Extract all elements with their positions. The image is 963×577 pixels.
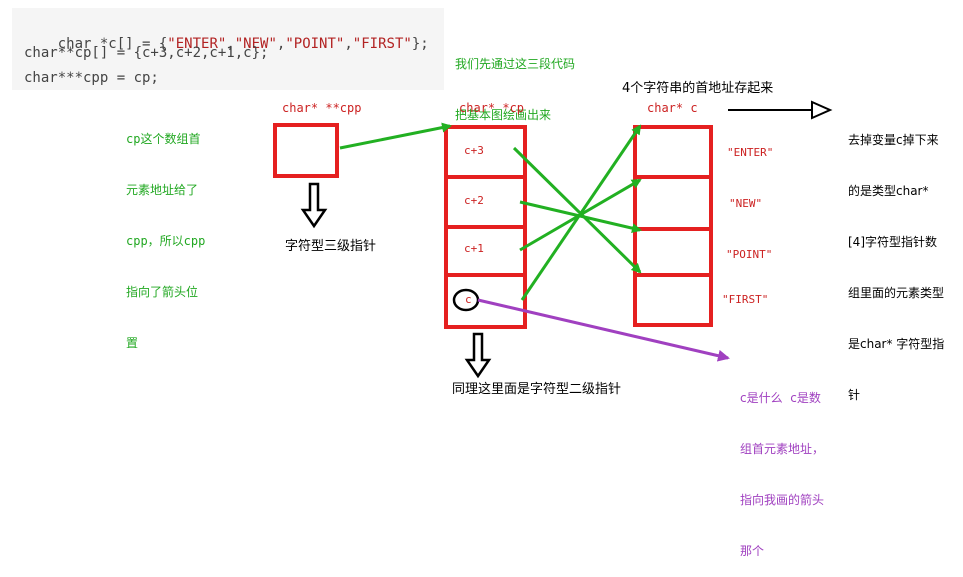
cp-divider [444,225,527,229]
note-line: 把基本图绘画出来 [455,108,552,122]
note-line: 组首元素地址， [740,442,825,456]
cp-divider [444,175,527,179]
cp-title: char* *cp [459,101,525,115]
code-line-1-end: }; [411,36,429,52]
note-cpp-level: 字符型三级指针 [285,239,377,254]
string-first: "FIRST" [722,293,769,306]
note-line: 去掉变量c掉下来 [848,133,939,147]
c-divider [633,175,713,179]
code-string-enter: "ENTER" [167,36,227,52]
cpp-box [273,123,339,178]
note-line: 元素地址给了 [126,183,199,197]
note-type-explain: 去掉变量c掉下来 的是类型char* [4]字符型指针数 组里面的元素类型 是c… [848,98,944,421]
c-title: char* c [647,101,698,115]
c-divider [633,227,713,231]
string-point: "POINT" [726,248,773,261]
note-line: c是什么 c是数 [740,391,821,405]
note-line: [4]字符型指针数 [848,235,937,249]
string-enter: "ENTER" [727,146,774,159]
note-line: 置 [126,336,139,350]
cp-cell-c2: c+2 [464,194,484,207]
arrow-c3-to-first [512,146,642,274]
arrows-layer [300,100,833,379]
note-cp-level: 同理这里面是字符型二级指针 [452,382,622,397]
note-line: 那个 [740,544,765,558]
code-line-1-decl: char *c[] = { [57,36,168,52]
note-line: 针 [848,388,861,402]
note-draw-basic: 我们先通过这三段代码 把基本图绘画出来 [455,22,575,141]
code-line-1: char *c[] = {"ENTER","NEW","POINT","FIRS… [57,36,429,52]
arrow-c-to-enter [520,124,642,301]
c-array-box [633,125,713,327]
cpp-title: char* **cpp [282,101,362,115]
cp-cell-c: c [465,293,472,306]
note-line: 的是类型char* [848,184,929,198]
code-string-new: "NEW" [234,36,277,52]
cp-cell-c3: c+3 [464,144,484,157]
code-line-2: char**cp[] = {c+3,c+2,c+1,c}; [24,45,269,61]
note-cp-explain: cp这个数组首 元素地址给了 cpp，所以cpp 指向了箭头位 置 [126,97,205,369]
code-panel: char *c[] = {"ENTER","NEW","POINT","FIRS… [12,8,444,90]
note-line: 我们先通过这三段代码 [455,57,576,71]
code-string-point: "POINT" [285,36,345,52]
cp-divider [444,273,527,277]
note-line: 指向了箭头位 [126,285,199,299]
note-line: cpp，所以cpp [126,234,206,248]
down-arrow-cp [464,332,492,379]
cp-cell-c1: c+1 [464,242,484,255]
c-highlight-circle [452,288,480,312]
arrow-c-explain [477,298,730,362]
arrow-cpp-to-cp [339,122,452,150]
note-line: cp这个数组首 [126,132,201,146]
note-line: 是char* 字符型指 [848,337,945,351]
string-new: "NEW" [729,197,763,210]
note-line: 组里面的元素类型 [848,286,945,300]
down-arrow-cpp [300,182,328,229]
code-string-first: "FIRST" [352,36,412,52]
note-store-address: 4个字符串的首地址存起来 [622,81,774,96]
c-divider [633,273,713,277]
arrow-c-type-head [811,100,833,120]
code-line-3: char***cpp = cp; [24,70,159,86]
note-line: 指向我画的箭头 [740,493,825,507]
